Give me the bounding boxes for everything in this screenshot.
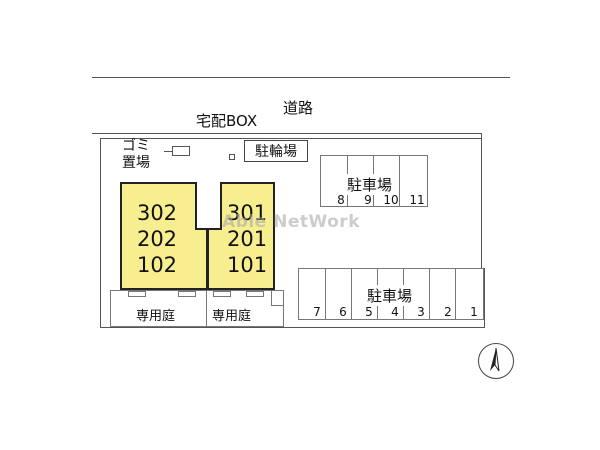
road-edge-top xyxy=(92,77,510,78)
garbage-area-tick xyxy=(164,151,172,152)
parking-slot-number: 11 xyxy=(409,193,425,207)
garbage-area-label: ゴミ 置場 xyxy=(122,138,162,172)
road-label: 道路 xyxy=(283,99,314,117)
private-garden-right-label: 専用庭 xyxy=(212,309,252,324)
north-arrow-icon xyxy=(490,347,500,372)
unit-number: 301 xyxy=(227,201,268,225)
unit-number: 302 xyxy=(136,201,178,225)
garbage-area-marker xyxy=(172,146,190,156)
parking-slot-number: 2 xyxy=(444,305,452,319)
lot-line-left xyxy=(100,138,101,328)
parking-divider xyxy=(455,269,456,319)
parking-slot-number: 5 xyxy=(365,305,373,319)
garbage-label-line2: 置場 xyxy=(122,155,150,171)
watermark: Able NetWork xyxy=(222,212,360,232)
private-garden-left-label: 専用庭 xyxy=(136,309,176,324)
delivery-box-label: 宅配BOX xyxy=(196,112,258,130)
entry-step xyxy=(128,291,146,297)
parking-divider xyxy=(351,269,352,319)
unit-number: 102 xyxy=(136,253,178,277)
lot-line-bottom xyxy=(100,327,484,328)
garbage-label-line1: ゴミ xyxy=(122,138,150,154)
garden-corner xyxy=(271,290,284,306)
parking-slot-number: 1 xyxy=(470,305,478,319)
road-edge-bottom xyxy=(92,133,482,134)
bicycle-parking: 駐輪場 xyxy=(244,140,308,162)
lot-line-inner xyxy=(100,138,482,139)
parking-divider xyxy=(399,156,400,206)
parking-slot-number: 6 xyxy=(339,305,347,319)
right-unit-numbers: 301 201 101 xyxy=(227,200,267,278)
lot-line-right xyxy=(481,133,482,268)
parking-slot-number: 8 xyxy=(337,193,345,207)
parking-lower-label: 駐車場 xyxy=(366,285,414,306)
building-unit-left xyxy=(120,182,208,290)
parking-slot-number: 4 xyxy=(391,305,399,319)
unit-number: 201 xyxy=(227,227,268,251)
unit-number: 202 xyxy=(136,227,178,251)
parking-slot-number: 9 xyxy=(364,193,372,207)
parking-divider xyxy=(429,269,430,319)
lot-line-east xyxy=(484,268,485,328)
entry-step xyxy=(213,291,231,297)
delivery-box-marker xyxy=(229,154,235,160)
building-notch xyxy=(195,182,222,230)
entry-step xyxy=(246,291,264,297)
bicycle-parking-label: 駐輪場 xyxy=(255,144,297,160)
parking-slot-number: 3 xyxy=(417,305,425,319)
entry-step xyxy=(178,291,196,297)
parking-upper-label: 駐車場 xyxy=(346,174,394,195)
parking-slot-number: 10 xyxy=(383,193,399,207)
left-unit-numbers: 302 202 102 xyxy=(134,200,180,278)
north-compass xyxy=(478,343,514,379)
unit-number: 101 xyxy=(227,253,268,277)
parking-divider xyxy=(325,269,326,319)
parking-slot-number: 7 xyxy=(313,305,321,319)
